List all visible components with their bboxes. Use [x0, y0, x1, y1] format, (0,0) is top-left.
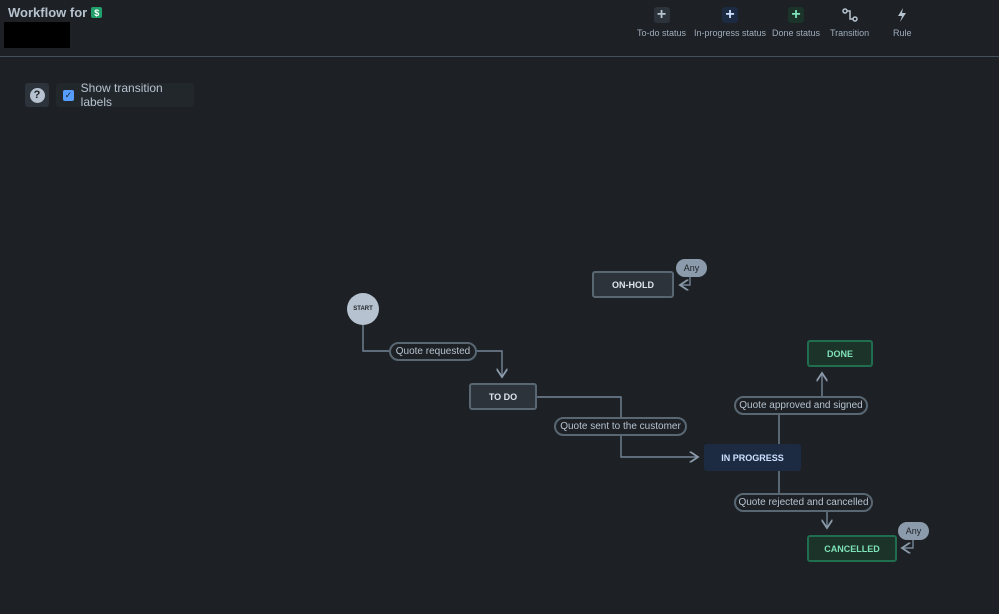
transition-label-quote-sent[interactable]: Quote sent to the customer: [554, 417, 687, 436]
page-title: Workflow for $: [8, 5, 103, 20]
add-todo-status-button[interactable]: + To-do status: [637, 7, 687, 39]
add-transition-button[interactable]: Transition: [830, 7, 869, 38]
status-in-progress[interactable]: IN PROGRESS: [704, 444, 801, 471]
add-done-status-button[interactable]: + Done status: [772, 7, 821, 39]
question-icon: ?: [29, 87, 45, 103]
workflow-header: Workflow for $ + To-do status + In-progr…: [0, 0, 999, 57]
add-done-status-label: Done status: [772, 28, 821, 38]
status-on-hold[interactable]: ON-HOLD: [592, 271, 674, 298]
status-to-do[interactable]: TO DO: [469, 383, 537, 410]
redacted-project-name: [4, 22, 70, 48]
start-node: START: [347, 293, 379, 325]
plus-icon: +: [653, 7, 670, 23]
add-rule-button[interactable]: Rule: [893, 7, 912, 38]
transition-icon: [841, 7, 858, 23]
lightning-icon: [894, 7, 910, 23]
add-todo-status-label: To-do status: [637, 28, 687, 38]
dollar-icon: $: [91, 7, 103, 18]
transition-label-quote-requested[interactable]: Quote requested: [389, 342, 477, 361]
transition-label-quote-rejected[interactable]: Quote rejected and cancelled: [734, 493, 873, 512]
transition-label-quote-approved[interactable]: Quote approved and signed: [734, 396, 868, 415]
help-button[interactable]: ?: [25, 83, 49, 107]
plus-icon: +: [788, 7, 805, 23]
show-transition-labels-label: Show transition labels: [80, 81, 163, 109]
add-transition-label: Transition: [830, 28, 870, 38]
edge-any-onhold: [680, 277, 691, 285]
any-status-badge: Any: [676, 259, 707, 277]
add-in-progress-status-label: In-progress status: [694, 28, 767, 38]
add-rule-label: Rule: [893, 28, 912, 38]
status-cancelled[interactable]: CANCELLED: [807, 535, 897, 562]
show-transition-labels-toggle[interactable]: ✓ Show transition labels: [56, 81, 194, 109]
status-done[interactable]: DONE: [807, 340, 873, 367]
any-status-badge: Any: [898, 522, 929, 540]
checkbox-checked-icon[interactable]: ✓: [63, 89, 74, 101]
edge-any-cancelled: [902, 540, 914, 548]
add-in-progress-status-button[interactable]: + In-progress status: [694, 7, 767, 39]
page-title-text: Workflow for: [8, 5, 88, 20]
plus-icon: +: [722, 7, 739, 23]
